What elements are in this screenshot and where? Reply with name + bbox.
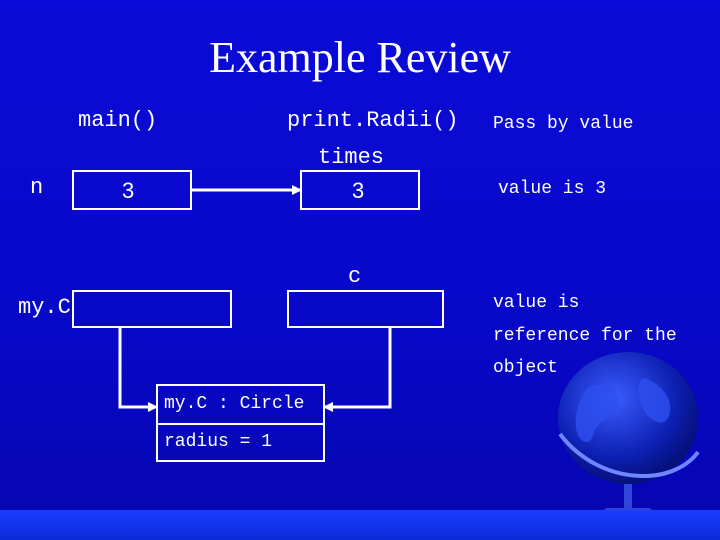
- n-value: 3: [122, 178, 135, 203]
- object-divider: [158, 423, 323, 425]
- pass-by-value-note: Pass by value: [493, 114, 634, 134]
- print-radii-label: print.Radii(): [287, 108, 459, 133]
- object-attribute: radius = 1: [164, 432, 273, 452]
- c-reference-arrow: [323, 328, 392, 412]
- globe-icon: [558, 352, 700, 518]
- bottom-band: [0, 510, 720, 540]
- circle-object-box: my.C : Circle radius = 1: [156, 384, 325, 462]
- main-label: main(): [78, 108, 158, 133]
- myc-label: my.C: [18, 295, 71, 320]
- object-header: my.C : Circle: [164, 394, 305, 414]
- myc-reference-arrow: [118, 328, 158, 412]
- value-is-note: value is: [493, 293, 580, 313]
- reference-for-the-note: reference for the: [493, 326, 677, 346]
- c-label: c: [348, 264, 362, 289]
- c-box: [287, 290, 444, 328]
- n-label: n: [30, 175, 44, 200]
- times-value: 3: [352, 178, 365, 203]
- myc-box: [72, 290, 232, 328]
- object-note: object: [493, 358, 558, 378]
- slide-title: Example Review: [209, 33, 511, 82]
- n-box: 3: [72, 170, 192, 210]
- times-label: times: [318, 145, 385, 170]
- value-is-3-note: value is 3: [498, 179, 607, 199]
